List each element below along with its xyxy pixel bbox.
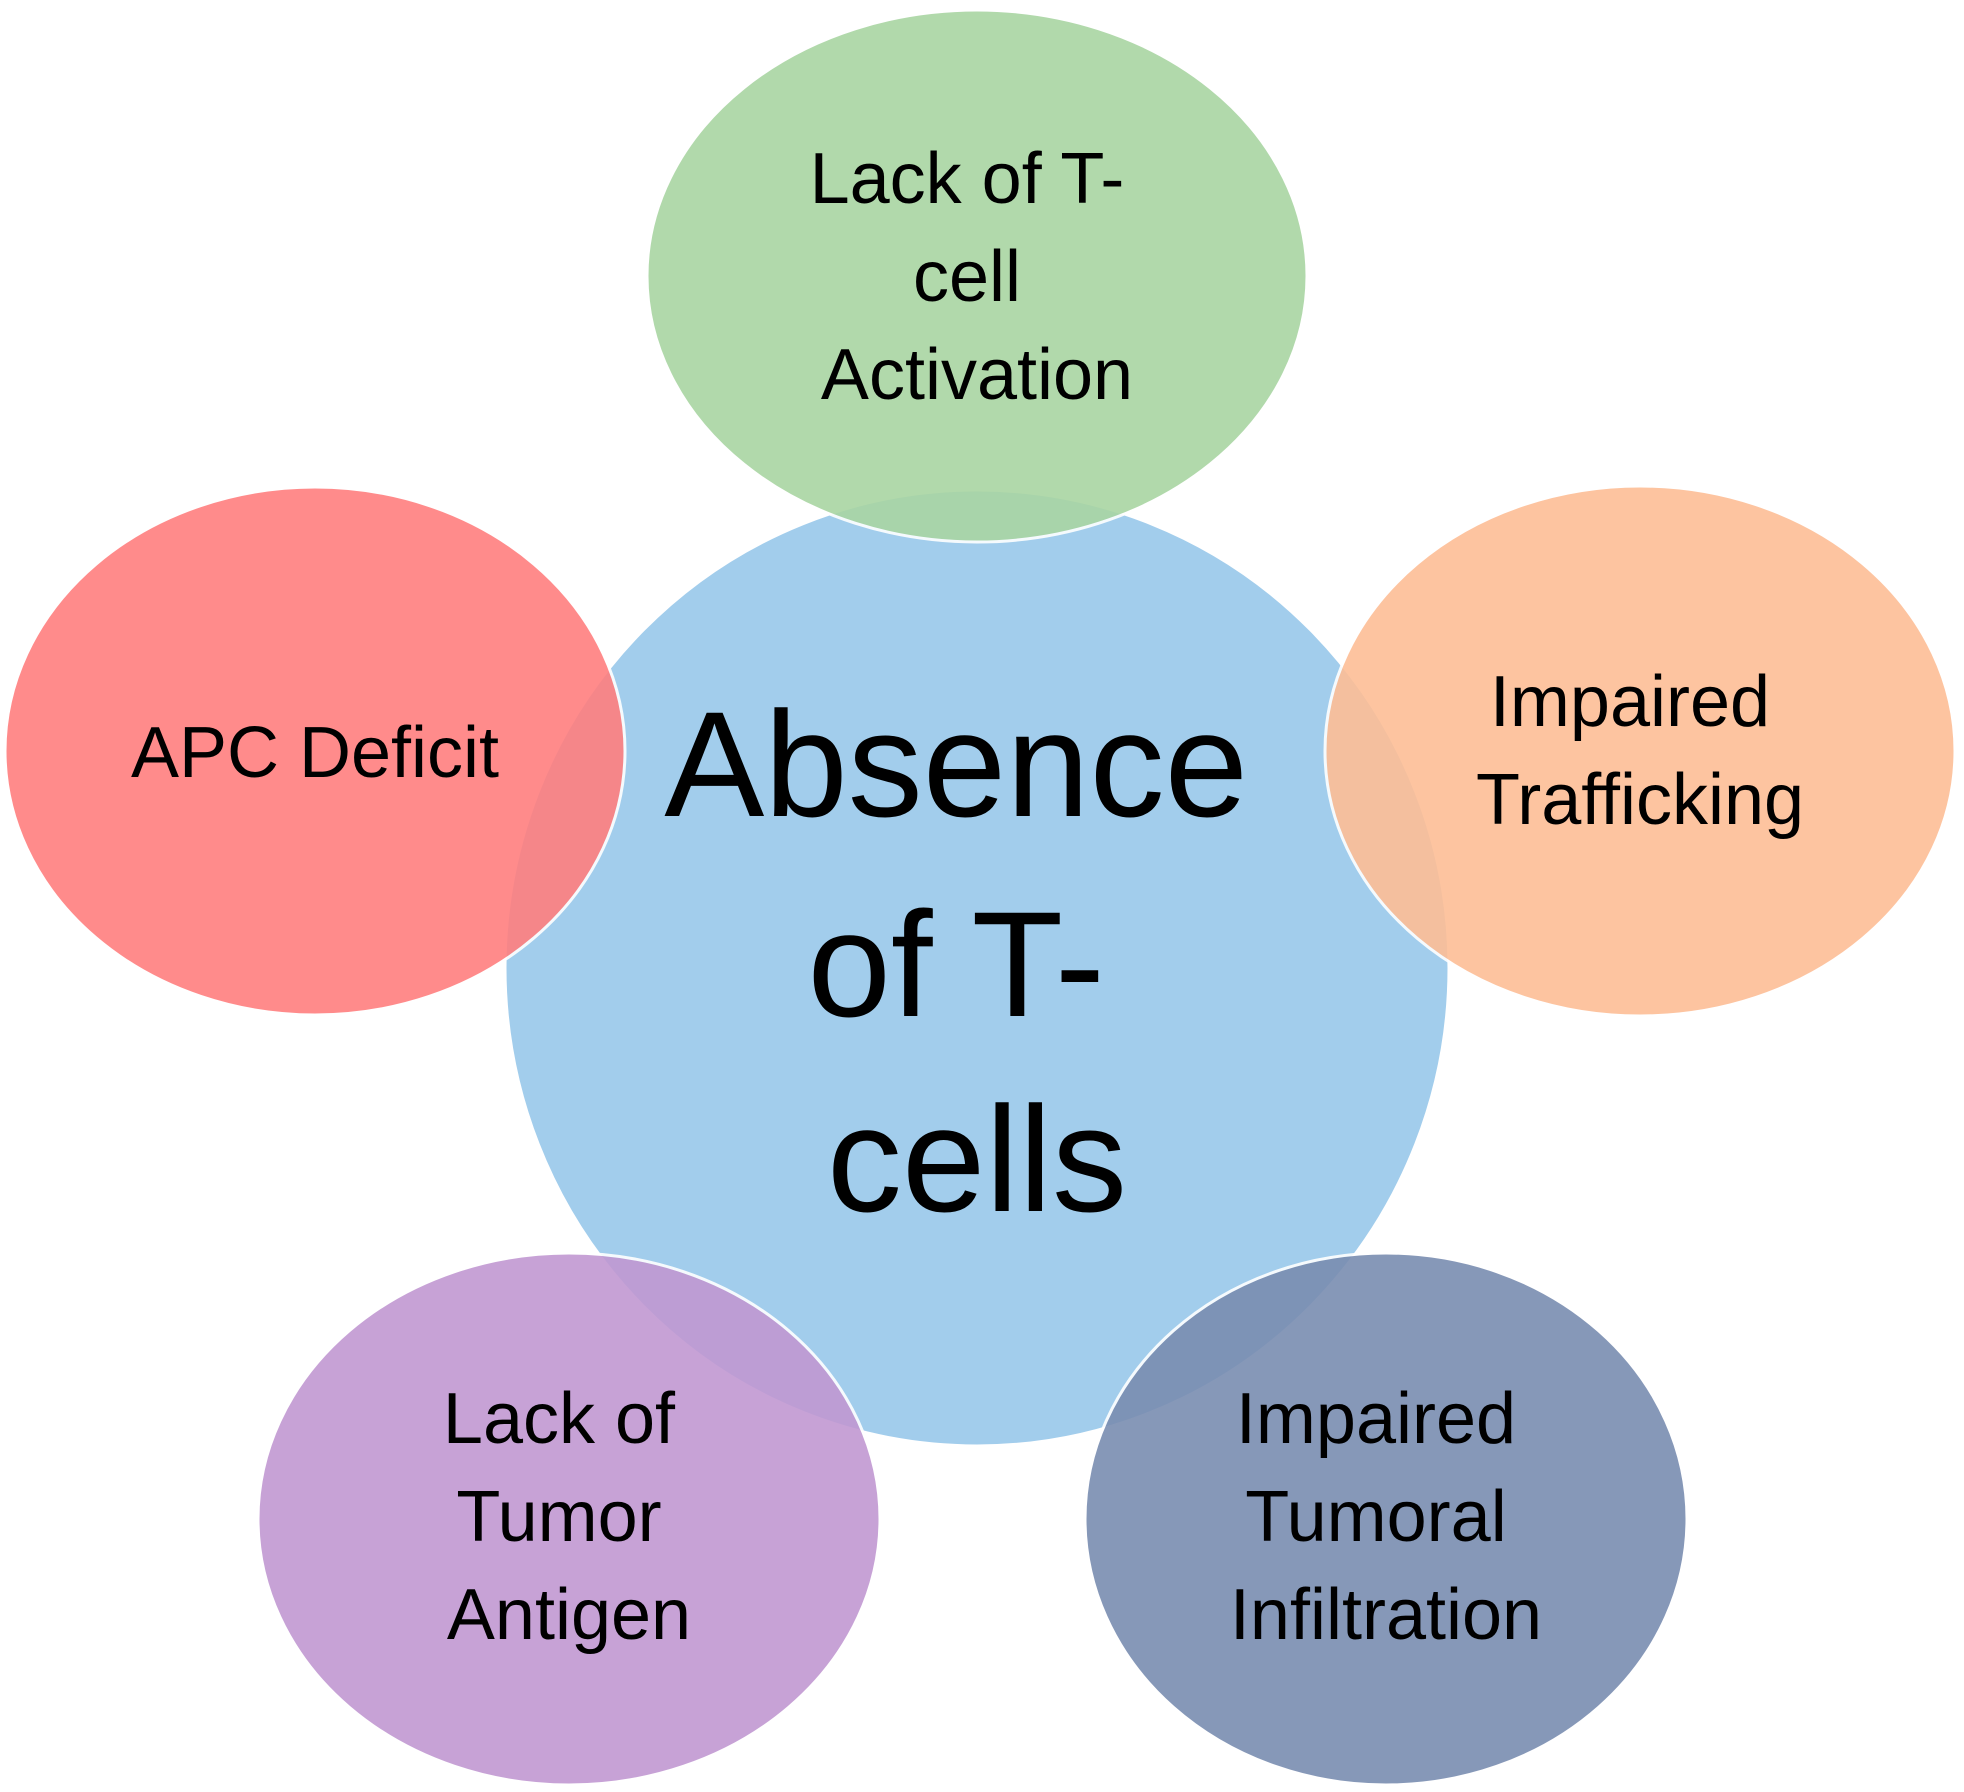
- satellite-label-line: Lack of T-: [810, 139, 1125, 219]
- satellite-label-apc-deficit: APC Deficit: [131, 713, 499, 793]
- satellite-label-line: Trafficking: [1476, 760, 1804, 840]
- satellite-label-line: Infiltration: [1230, 1575, 1542, 1655]
- satellite-label-line: Impaired: [1490, 662, 1770, 742]
- center-label-line: cells: [827, 1075, 1127, 1243]
- satellite-label-line: cell: [913, 237, 1021, 317]
- satellite-label-impaired-trafficking: Impaired Trafficking: [1476, 662, 1804, 840]
- satellite-circle-impaired-trafficking: [1323, 484, 1957, 1018]
- satellite-circle-apc-deficit: [3, 485, 627, 1017]
- satellite-label-line: Antigen: [447, 1575, 691, 1655]
- satellite-label-line: Activation: [821, 335, 1133, 415]
- satellite-circle-lack-of-t-cell-activation: [645, 8, 1309, 544]
- center-label: Absence of T- cells: [664, 680, 1289, 1243]
- satellite-label-line: Tumoral: [1245, 1477, 1506, 1557]
- center-label-line: of T-: [807, 880, 1104, 1048]
- satellite-circle-impaired-tumoral-infiltration: [1083, 1251, 1689, 1787]
- satellite-label-line: Impaired: [1236, 1379, 1516, 1459]
- satellite-label-lack-of-t-cell-activation: Lack of T- cell Activation: [810, 139, 1145, 415]
- satellite-circle-lack-of-tumor-antigen: [256, 1251, 882, 1787]
- satellite-label-line: Lack of: [443, 1379, 676, 1459]
- satellite-label-line: Tumor: [456, 1477, 661, 1557]
- satellite-label-line: APC Deficit: [131, 713, 499, 793]
- satellite-label-impaired-tumoral-infiltration: Impaired Tumoral Infiltration: [1230, 1379, 1542, 1655]
- satellite-label-lack-of-tumor-antigen: Lack of Tumor Antigen: [443, 1379, 695, 1655]
- center-label-line: Absence: [664, 680, 1248, 848]
